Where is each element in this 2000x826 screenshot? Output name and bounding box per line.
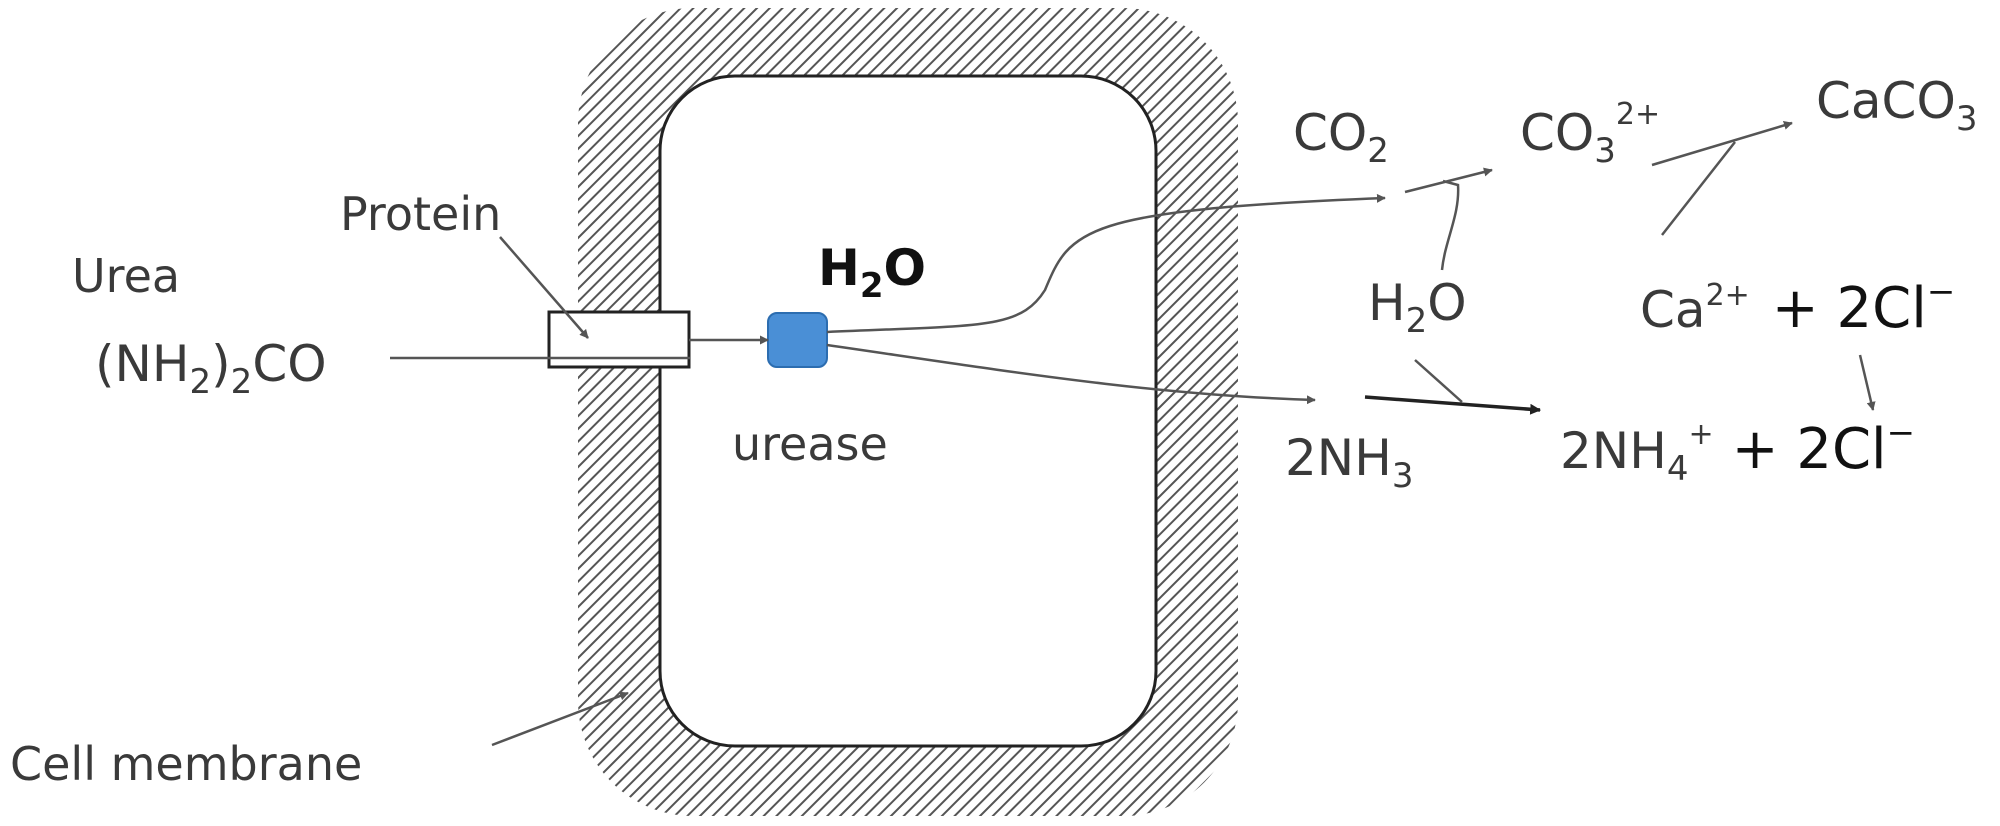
water-to-nh4-branch: [1414, 359, 1463, 403]
calcium-chloride-label: Ca2++ 2Cl−: [1640, 272, 1955, 341]
calcium-to-caco3-branch: [1661, 141, 1736, 236]
water-outside-label: H2O: [1368, 274, 1467, 341]
co3-to-caco3-arrow: [1651, 121, 1793, 167]
ammonia-label: 2NH3: [1285, 429, 1413, 496]
urease-block: [767, 312, 828, 368]
protein-pointer-arrow: [499, 236, 589, 339]
urease-to-co2-arrow: [826, 193, 1386, 334]
nh3-to-nh4-arrow: [1364, 395, 1542, 415]
calcium-to-ammonium-arrow: [1858, 354, 1876, 411]
cell-membrane-label: Cell membrane: [10, 737, 362, 791]
protein-label: Protein: [340, 187, 501, 241]
urease-label: urease: [732, 417, 888, 471]
caco3-label: CaCO3: [1816, 72, 1977, 139]
ammonium-chloride-label: 2NH4++ 2Cl−: [1560, 413, 1915, 489]
co3-label: CO32+: [1520, 97, 1660, 171]
urease-to-nh3-arrow: [826, 343, 1316, 405]
water-inside-label: H2O: [818, 239, 926, 306]
co2-label: CO2: [1293, 104, 1389, 171]
urea-label: Urea: [72, 249, 180, 303]
urea-formula: (NH2)2CO: [95, 335, 327, 402]
water-to-co3-branch: [1440, 179, 1460, 271]
co2-to-co3-arrow: [1404, 167, 1493, 194]
cell-interior: [658, 74, 1158, 748]
membrane-pointer-arrow: [491, 691, 629, 747]
